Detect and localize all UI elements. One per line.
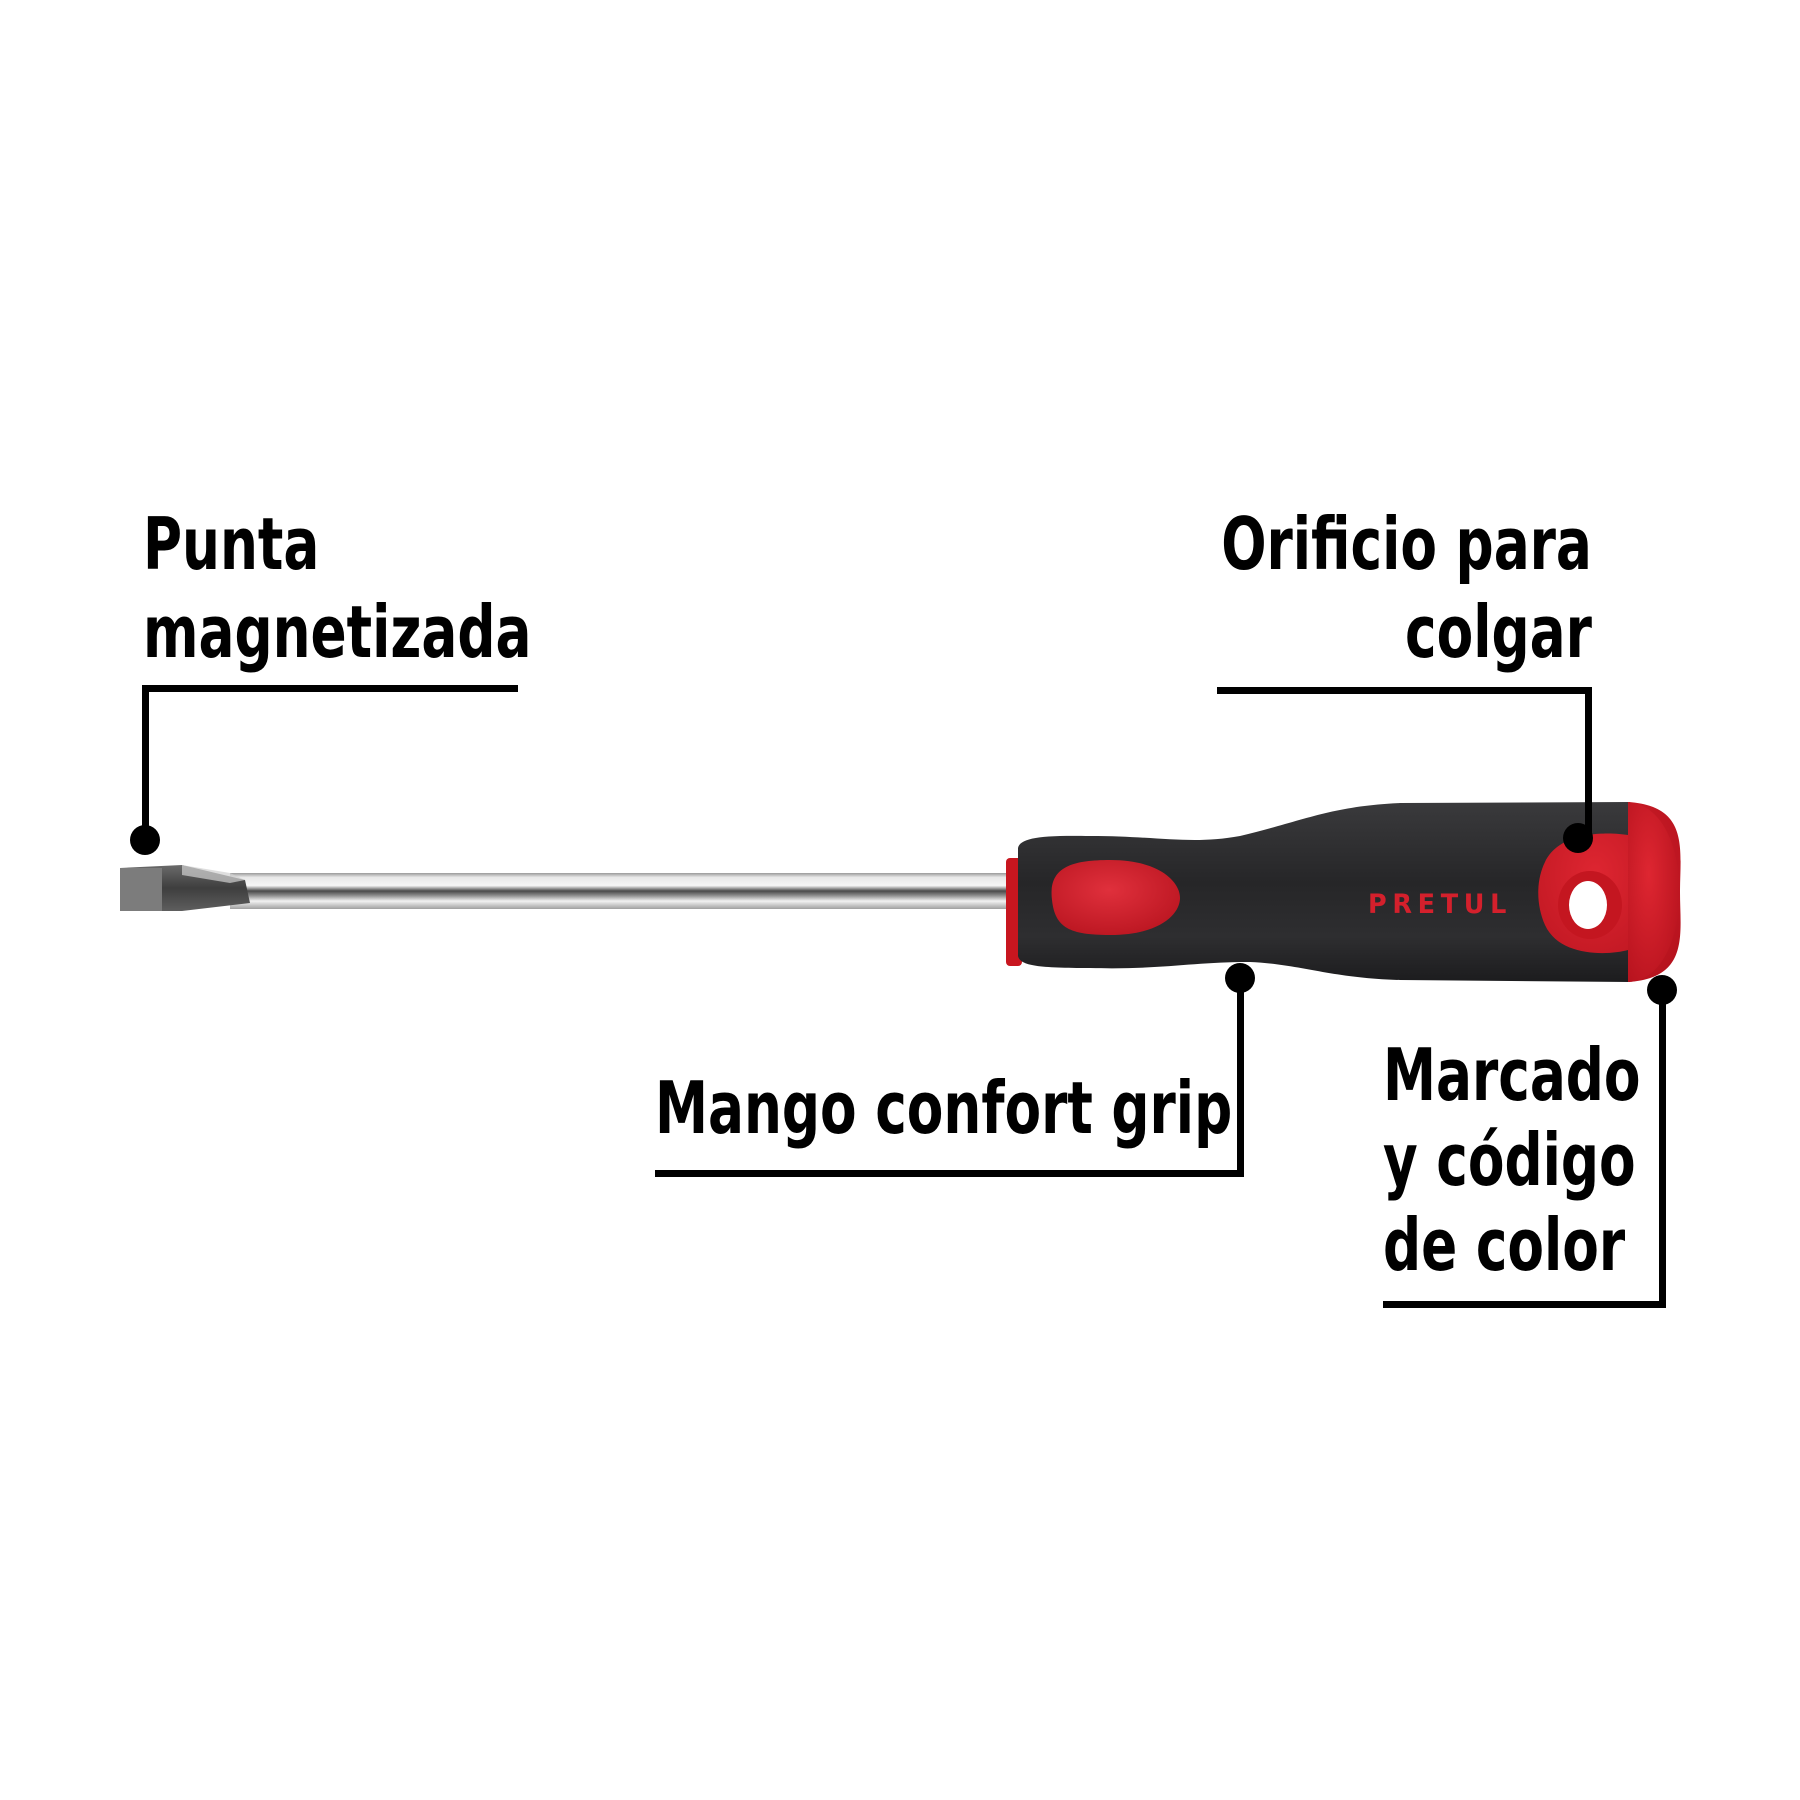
- screwdriver-flat-tip: [120, 865, 250, 911]
- callout-text-line: de color: [1383, 1203, 1626, 1287]
- callout-text-line: Orificio para: [1221, 502, 1592, 586]
- leader-line: [1383, 1301, 1666, 1308]
- leader-line: [1585, 687, 1592, 837]
- callout-label-color-code: Marcado y código de color: [1383, 1033, 1641, 1288]
- leader-line: [142, 685, 149, 840]
- callout-label-magnetized-tip: Punta magnetizada: [143, 500, 531, 676]
- callout-label-comfort-grip: Mango confort grip: [655, 1064, 1232, 1152]
- leader-line: [1217, 687, 1592, 694]
- callout-label-hang-hole: Orificio para colgar: [1221, 500, 1592, 676]
- callout-dot: [130, 825, 160, 855]
- callout-text-line: y código: [1383, 1118, 1636, 1202]
- leader-line: [1237, 978, 1244, 1176]
- brand-logo: PRETUL: [1368, 889, 1512, 920]
- screwdriver-shaft: [230, 873, 1020, 909]
- leader-line: [655, 1170, 1244, 1177]
- callout-text-line: Marcado: [1383, 1033, 1641, 1117]
- callout-text-line: Punta: [143, 502, 320, 586]
- callout-text-line: Mango confort grip: [655, 1066, 1233, 1150]
- handle-red-grip-inset: [1051, 860, 1180, 935]
- callout-text-line: magnetizada: [143, 590, 532, 674]
- leader-line: [1659, 990, 1666, 1308]
- leader-line: [142, 685, 518, 692]
- handle-body: [1018, 802, 1630, 982]
- callout-text-line: colgar: [1405, 590, 1592, 674]
- callout-dot: [1563, 823, 1593, 853]
